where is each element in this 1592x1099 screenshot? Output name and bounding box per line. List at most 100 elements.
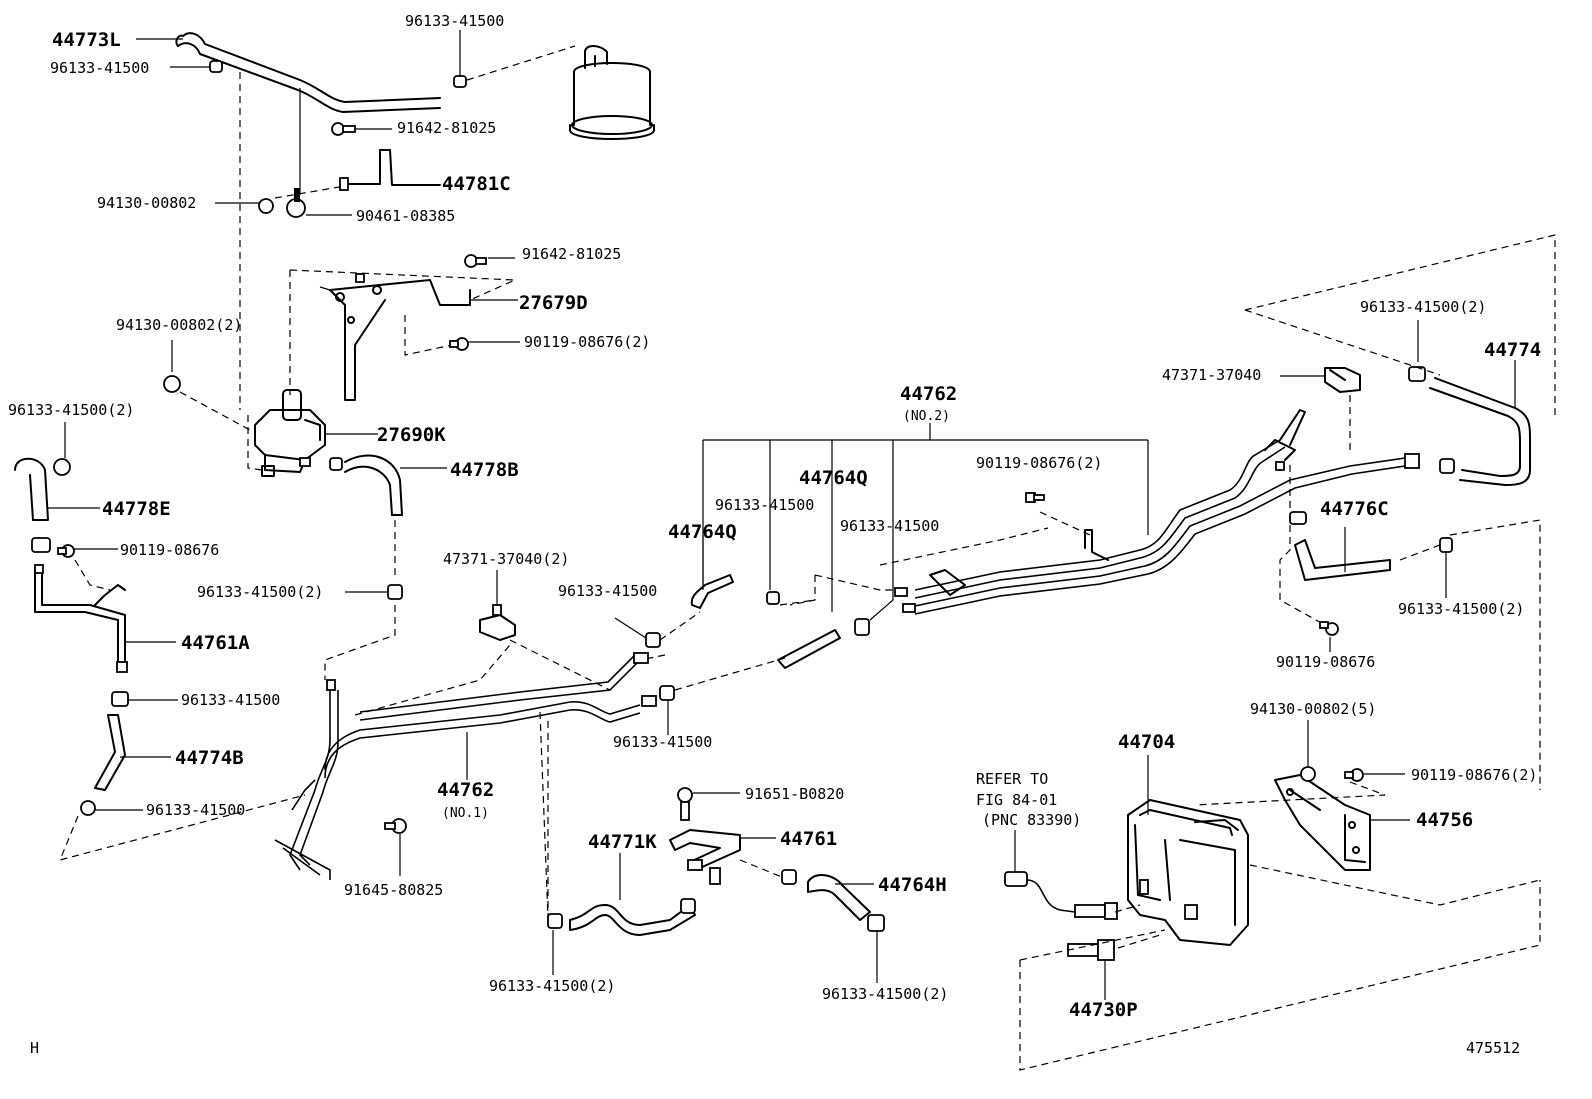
label-nut-94130: 94130-00802 <box>97 194 196 212</box>
label-bolt-91642: 91642-81025 <box>522 245 621 263</box>
bolt-icon <box>449 337 469 351</box>
label-refer-pnc: (PNC 83390) <box>982 811 1081 829</box>
label-clip-96133: 96133-41500 <box>840 517 939 535</box>
label-clip-96133: 96133-41500(2) <box>1398 600 1524 618</box>
label-clip-96133: 96133-41500 <box>181 691 280 709</box>
label-sensor-44730P: 44730P <box>1069 999 1138 1021</box>
label-valve-47371: 47371-37040(2) <box>443 550 569 568</box>
label-clip-96133: 96133-41500 <box>50 59 149 77</box>
hose-44764Q-b <box>777 629 841 669</box>
label-bracket-44781C: 44781C <box>442 173 511 195</box>
label-bolt-90119: 90119-08676(2) <box>524 333 650 351</box>
clip-icon <box>781 869 797 885</box>
label-valve-47371: 47371-37040 <box>1162 366 1261 384</box>
pipe-44762-no2 <box>914 439 1406 615</box>
clip-icon <box>209 60 223 73</box>
label-nut-94130: 94130-00802(5) <box>1250 700 1376 718</box>
bracket-27679D <box>319 273 471 401</box>
clamp-icon <box>286 188 306 218</box>
label-refer-fig: FIG 84-01 <box>976 791 1057 809</box>
label-hose-44778E: 44778E <box>102 498 171 520</box>
label-clip-96133: 96133-41500(2) <box>1360 298 1486 316</box>
label-hose-44771K: 44771K <box>588 831 657 853</box>
label-hose-44774: 44774 <box>1484 339 1541 361</box>
clip-icon <box>659 685 675 701</box>
clip-icon <box>111 691 129 707</box>
clip-icon <box>1408 366 1426 382</box>
clip-icon <box>329 457 343 471</box>
label-bracket-44756: 44756 <box>1416 809 1473 831</box>
label-tank-44704: 44704 <box>1118 731 1175 753</box>
nut-icon <box>163 375 181 393</box>
clip-icon <box>645 632 661 648</box>
fitting-icon <box>633 652 657 707</box>
hose-44778B <box>344 454 403 516</box>
hose-44776C <box>1289 511 1391 581</box>
label-bolt-90119: 90119-08676(2) <box>976 454 1102 472</box>
bolt-icon <box>464 254 487 268</box>
canister-icon <box>569 45 655 140</box>
bolt-icon <box>331 122 356 136</box>
pipe-44761A <box>31 537 128 673</box>
label-hose-44778B: 44778B <box>450 459 519 481</box>
hose-44778E <box>14 457 49 521</box>
label-hose-44774B: 44774B <box>175 747 244 769</box>
clip-icon <box>547 913 563 929</box>
label-clip-96133: 96133-41500 <box>613 733 712 751</box>
label-pipe-44762: 44762 <box>900 383 957 405</box>
label-clip-96133: 96133-41500 <box>558 582 657 600</box>
label-hose-44764Q: 44764Q <box>799 467 868 489</box>
hose-44764H <box>807 874 871 921</box>
clip-icon <box>80 800 96 816</box>
label-clamp-90461: 90461-08385 <box>356 207 455 225</box>
bracket-44756 <box>1274 774 1371 871</box>
vsv-icon <box>479 604 516 641</box>
nut-icon <box>258 198 274 214</box>
label-bolt-90119: 90119-08676(2) <box>1411 766 1537 784</box>
label-figure-number: 475512 <box>1466 1039 1520 1057</box>
bolt-icon <box>1025 492 1045 503</box>
label-no2: (NO.2) <box>903 409 950 424</box>
pipe-44761 <box>669 829 741 885</box>
clip-icon <box>53 458 71 476</box>
label-bolt-90119: 90119-08676 <box>120 541 219 559</box>
bolt-icon <box>677 787 693 821</box>
hose-44774B <box>94 714 126 791</box>
bolt-icon <box>326 679 336 691</box>
vsv-icon <box>1324 367 1361 393</box>
clip-icon <box>387 584 403 600</box>
label-hose-44776C: 44776C <box>1320 498 1389 520</box>
label-clip-96133: 96133-41500(2) <box>8 401 134 419</box>
hose-44774 <box>1429 377 1531 486</box>
reservoir-icon <box>1127 799 1249 946</box>
bolt-icon <box>384 818 407 834</box>
clip-icon <box>854 618 870 636</box>
clip-icon <box>867 914 885 932</box>
clip-icon <box>680 898 696 914</box>
label-pipe-44761A: 44761A <box>181 632 250 654</box>
label-44773L: 44773L <box>52 29 121 51</box>
label-bolt-91651: 91651-B0820 <box>745 785 844 803</box>
label-corner-h: H <box>30 1039 39 1057</box>
label-clip-96133: 96133-41500(2) <box>197 583 323 601</box>
nut-icon <box>1300 766 1316 782</box>
bracket-icon <box>929 529 1109 596</box>
label-clip-96133: 96133-41500(2) <box>489 977 615 995</box>
clip-icon <box>453 75 467 88</box>
bolt-icon <box>894 587 916 613</box>
pipe-44762-no1 <box>274 653 641 880</box>
label-clip-96133: 96133-41500(2) <box>822 985 948 1003</box>
label-clip-96133: 96133-41500 <box>715 496 814 514</box>
sensor-icon <box>1004 871 1118 961</box>
clip-icon <box>1439 458 1455 474</box>
bolt-icon <box>57 544 75 558</box>
label-refer-to: REFER TO <box>976 770 1048 788</box>
label-bolt-91642: 91642-81025 <box>397 119 496 137</box>
vsv-icon <box>254 389 326 477</box>
fitting-icon <box>1264 409 1306 471</box>
label-hose-44764Q: 44764Q <box>668 521 737 543</box>
bracket-44781C <box>339 149 441 191</box>
bolt-icon <box>1344 768 1364 782</box>
label-hose-44764H: 44764H <box>878 874 947 896</box>
